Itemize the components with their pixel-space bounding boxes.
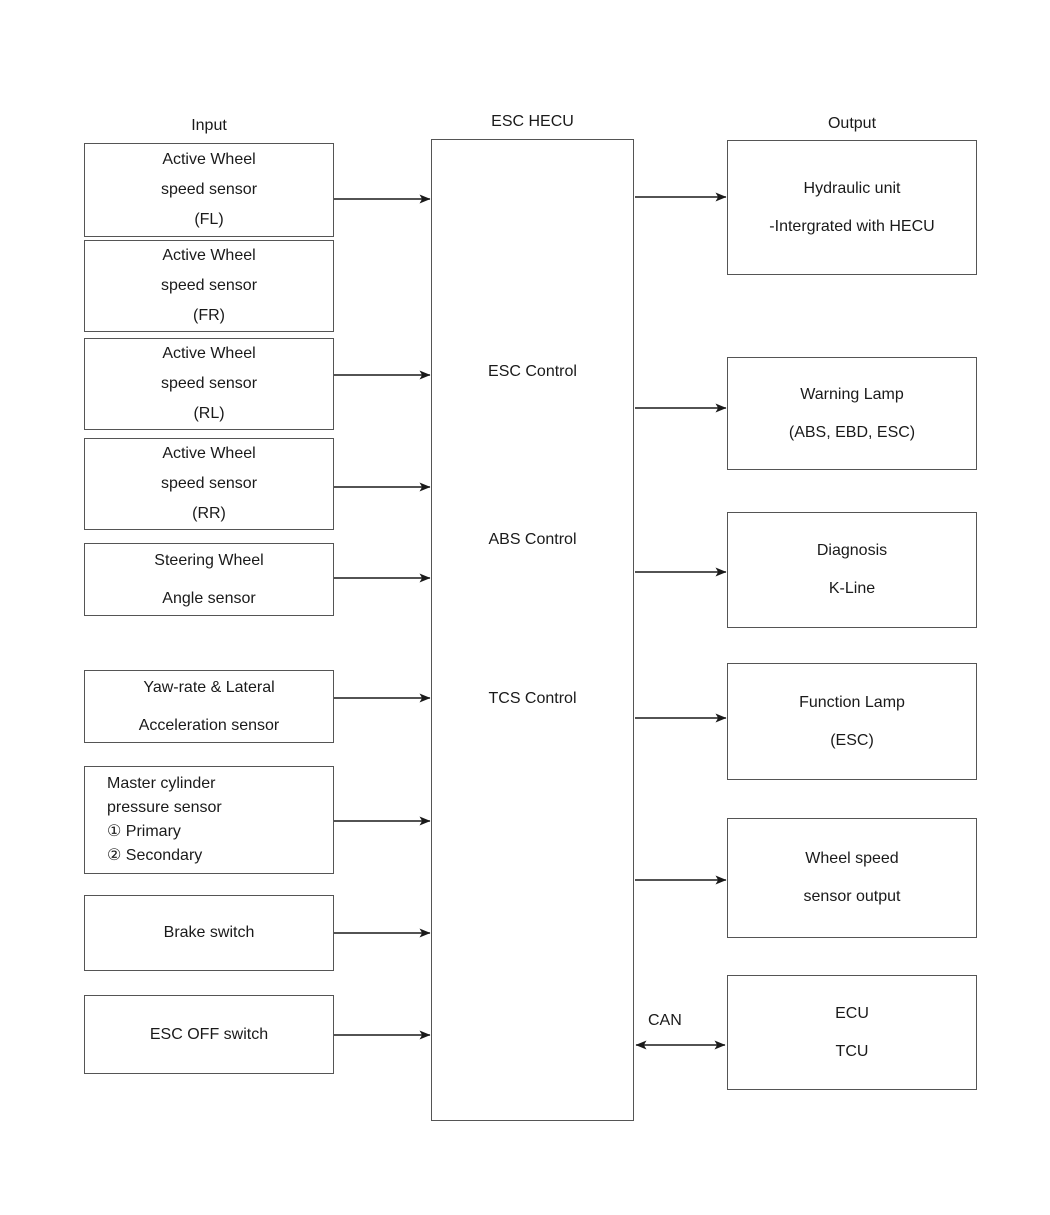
node-line: Active Wheel (162, 445, 256, 462)
input-node-master-cylinder-pressure-sensor[interactable]: Master cylinder pressure sensor ① Primar… (84, 766, 334, 874)
column-header-hecu: ESC HECU (491, 113, 574, 130)
node-line: TCU (835, 1042, 869, 1060)
node-line: Wheel speed (805, 850, 899, 867)
node-line: Brake switch (163, 924, 255, 941)
output-node-wheel-speed-sensor-output[interactable]: Wheel speed sensor output (727, 818, 977, 938)
node-line: Active Wheel (162, 151, 256, 168)
node-line: Hydraulic unit (803, 179, 901, 197)
node-line: Function Lamp (799, 693, 905, 711)
node-line: sensor output (803, 888, 901, 905)
can-bus-label: CAN (648, 1012, 682, 1029)
node-line: speed sensor (160, 375, 258, 392)
input-node-steering-wheel-angle-sensor[interactable]: Steering Wheel Angle sensor (84, 543, 334, 616)
output-node-warning-lamp[interactable]: Warning Lamp (ABS, EBD, ESC) (727, 357, 977, 470)
node-line: pressure sensor (107, 799, 222, 816)
output-node-hydraulic-unit[interactable]: Hydraulic unit -Intergrated with HECU (727, 140, 977, 275)
input-node-wheel-speed-rr[interactable]: Active Wheel speed sensor (RR) (84, 438, 334, 530)
node-line: Master cylinder (107, 775, 216, 792)
output-node-ecu-tcu[interactable]: ECU TCU (727, 975, 977, 1090)
hecu-function-esc-control: ESC Control (488, 363, 577, 380)
node-line: (RL) (193, 405, 225, 422)
column-header-input: Input (191, 117, 227, 134)
input-node-wheel-speed-fr[interactable]: Active Wheel speed sensor (FR) (84, 240, 334, 332)
node-line: (FL) (194, 211, 224, 228)
node-line: Diagnosis (816, 542, 888, 559)
node-line: ESC OFF switch (149, 1025, 269, 1043)
node-line: Acceleration sensor (138, 716, 280, 734)
node-line: -Intergrated with HECU (769, 217, 935, 235)
output-node-diagnosis-k-line[interactable]: Diagnosis K-Line (727, 512, 977, 628)
output-node-function-lamp[interactable]: Function Lamp (ESC) (727, 663, 977, 780)
input-node-brake-switch[interactable]: Brake switch (84, 895, 334, 971)
node-line: Warning Lamp (800, 385, 904, 403)
hecu-function-tcs-control: TCS Control (488, 690, 577, 707)
input-node-yaw-rate-lateral-acceleration-sensor[interactable]: Yaw-rate & Lateral Acceleration sensor (84, 670, 334, 743)
hecu-function-abs-control: ABS Control (488, 531, 577, 548)
column-header-output: Output (827, 115, 877, 132)
esc-hecu-block: ESC Control ABS Control TCS Control (431, 139, 634, 1121)
input-node-wheel-speed-fl[interactable]: Active Wheel speed sensor (FL) (84, 143, 334, 237)
node-line: Angle sensor (162, 589, 256, 607)
node-line: ECU (835, 1004, 869, 1022)
node-line: ② Secondary (107, 847, 203, 864)
node-line: Active Wheel (162, 345, 256, 362)
node-line: Yaw-rate & Lateral (143, 678, 275, 696)
node-line: (FR) (193, 307, 225, 324)
node-line: Active Wheel (162, 247, 256, 264)
node-line: speed sensor (160, 277, 258, 294)
input-node-esc-off-switch[interactable]: ESC OFF switch (84, 995, 334, 1074)
node-line: Steering Wheel (154, 551, 264, 569)
node-line: speed sensor (160, 181, 258, 198)
node-line: ① Primary (107, 823, 181, 840)
node-line: speed sensor (160, 475, 258, 492)
input-node-wheel-speed-rl[interactable]: Active Wheel speed sensor (RL) (84, 338, 334, 430)
node-line: K-Line (828, 580, 876, 597)
node-line: (ABS, EBD, ESC) (788, 423, 916, 441)
node-line: (ESC) (830, 731, 874, 749)
node-line: (RR) (192, 505, 226, 522)
